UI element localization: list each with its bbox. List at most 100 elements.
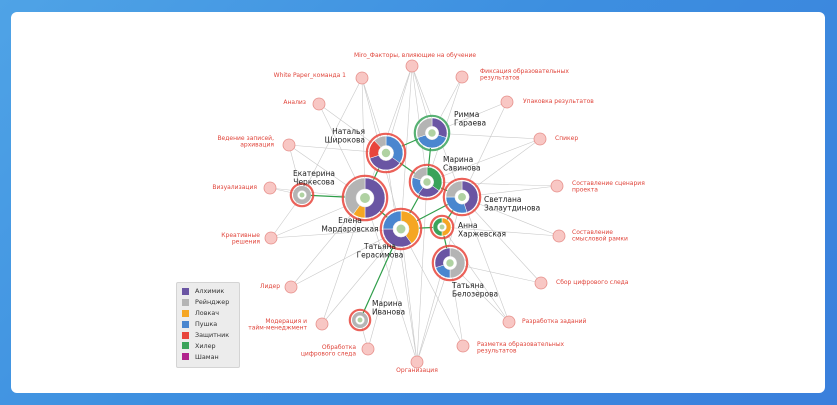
person-node[interactable] [379, 207, 423, 251]
task-node[interactable] [282, 138, 296, 152]
legend-swatch [182, 331, 189, 339]
graph-card [11, 12, 825, 393]
task-link-edge [364, 197, 418, 363]
role-segment [426, 166, 443, 192]
avatar-icon [381, 148, 391, 158]
task-link-edge [364, 65, 413, 199]
legend-label: Рейнджер [195, 298, 230, 307]
task-label: Спикер [555, 135, 578, 142]
person-node[interactable] [348, 308, 372, 332]
task-node[interactable] [455, 70, 469, 84]
task-node[interactable] [410, 355, 424, 369]
role-segment [369, 152, 401, 171]
legend-item: Ловкач [182, 308, 234, 319]
task-label: Разработка заданий [522, 318, 587, 325]
legend-swatch [182, 309, 189, 317]
person-node[interactable] [431, 244, 469, 282]
task-label: Анализ [283, 99, 306, 106]
legend-swatch [182, 298, 189, 306]
task-link-edge [426, 138, 541, 183]
task-node[interactable] [552, 229, 566, 243]
task-node[interactable] [533, 132, 547, 146]
task-link-edge [449, 262, 542, 284]
task-node[interactable] [361, 342, 375, 356]
task-label: Ведение записей,архивация [217, 135, 274, 149]
role-segment [461, 180, 479, 213]
person-node[interactable] [413, 114, 451, 152]
task-link-edge [441, 226, 510, 323]
task-node[interactable] [550, 179, 564, 193]
avatar-icon [360, 193, 370, 203]
task-node[interactable] [284, 280, 298, 294]
task-label: Miro_Факторы, влияющие на обучение [354, 52, 476, 59]
role-segment [417, 132, 447, 149]
task-label: Упаковка результатов [523, 98, 594, 105]
task-label: Визуализация [212, 184, 257, 191]
task-label: Лидер [260, 283, 280, 290]
avatar-icon [357, 317, 363, 323]
legend-item: Рейнджер [182, 297, 234, 308]
task-node[interactable] [315, 317, 329, 331]
avatar-icon [423, 178, 431, 186]
task-link-edge [385, 152, 418, 363]
avatar-icon [439, 224, 445, 230]
task-node[interactable] [263, 181, 277, 195]
person-node[interactable] [289, 182, 315, 208]
legend-label: Пушка [195, 320, 218, 329]
avatar-icon [299, 192, 305, 198]
role-segment [385, 135, 404, 164]
task-link-edge [270, 228, 402, 239]
task-node[interactable] [405, 59, 419, 73]
task-nodes-layer [263, 59, 566, 369]
person-node[interactable] [429, 214, 455, 240]
role-segment [400, 210, 420, 244]
legend-item: Хилер [182, 340, 234, 351]
legend-label: Алхимик [195, 287, 225, 296]
legend-item: Алхимик [182, 286, 234, 297]
task-link-edge [400, 228, 464, 347]
avatar-icon [446, 259, 454, 267]
person-node[interactable] [341, 174, 389, 222]
legend-label: Шаман [195, 352, 219, 361]
role-segment [364, 177, 386, 219]
task-link-edge [400, 228, 418, 363]
task-node[interactable] [312, 97, 326, 111]
role-segment [449, 247, 466, 279]
person-nodes-layer [289, 114, 482, 332]
task-link-edge [416, 196, 463, 363]
legend-label: Хилер [195, 341, 216, 350]
task-label: White Paper_команда 1 [274, 72, 346, 79]
legend-label: Ловкач [195, 309, 220, 318]
legend-swatch [182, 342, 189, 350]
person-node[interactable] [408, 163, 446, 201]
legend-swatch [182, 320, 189, 328]
role-segment [344, 177, 366, 215]
person-node[interactable] [365, 132, 407, 174]
task-node[interactable] [502, 315, 516, 329]
task-node[interactable] [534, 276, 548, 290]
task-node[interactable] [456, 339, 470, 353]
task-node[interactable] [264, 231, 278, 245]
task-node[interactable] [355, 71, 369, 85]
legend-label: Защитник [195, 331, 230, 339]
task-node[interactable] [500, 95, 514, 109]
person-node[interactable] [442, 177, 482, 217]
task-link-edge [441, 226, 560, 237]
avatar-icon [458, 193, 466, 201]
avatar-icon [396, 224, 406, 234]
